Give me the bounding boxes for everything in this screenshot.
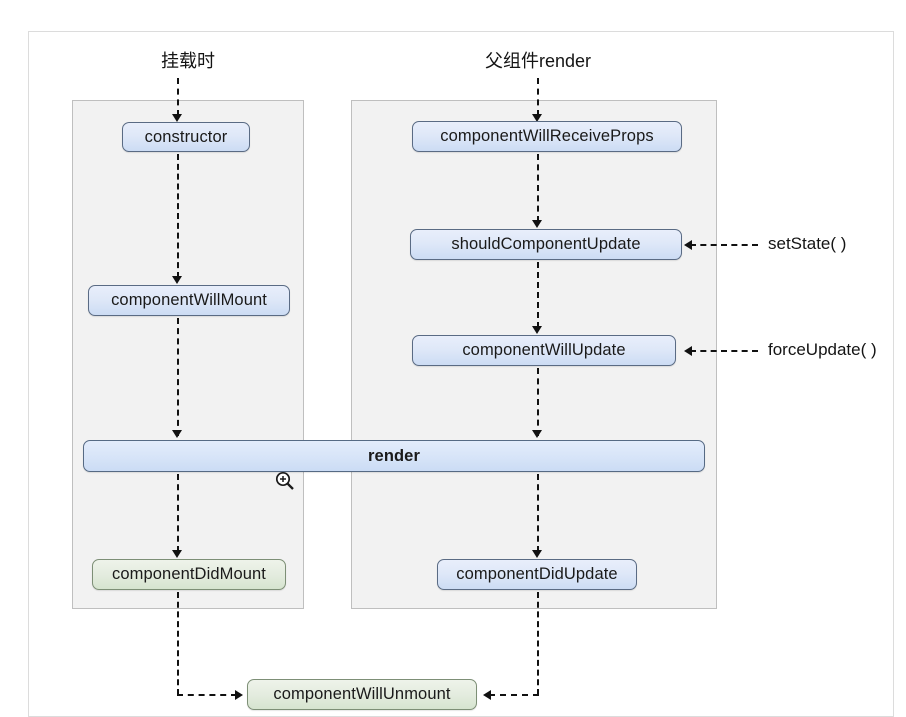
connector-willmount-to-render bbox=[177, 318, 179, 436]
node-component-will-update[interactable]: componentWillUpdate bbox=[412, 335, 676, 366]
connector-mount-entry bbox=[177, 78, 179, 116]
node-component-did-mount[interactable]: componentDidMount bbox=[92, 559, 286, 590]
connector-didmount-down bbox=[177, 592, 179, 695]
connector-didupdate-down bbox=[537, 592, 539, 695]
arrowhead-forceupdate bbox=[684, 346, 692, 356]
node-should-component-update[interactable]: shouldComponentUpdate bbox=[410, 229, 682, 260]
arrowhead-didmount bbox=[172, 550, 182, 558]
mounting-phase-panel bbox=[72, 100, 304, 609]
updating-column-title: 父组件render bbox=[484, 51, 592, 71]
connector-willupdate-to-render bbox=[537, 368, 539, 436]
magnifier-zoom-in-icon bbox=[274, 470, 296, 492]
connector-didmount-to-unmount bbox=[177, 694, 237, 696]
arrowhead-render-left bbox=[172, 430, 182, 438]
mounting-column-title: 挂载时 bbox=[161, 51, 215, 71]
node-render[interactable]: render bbox=[83, 440, 705, 472]
node-constructor[interactable]: constructor bbox=[122, 122, 250, 152]
connector-setstate bbox=[690, 244, 758, 246]
node-component-will-mount[interactable]: componentWillMount bbox=[88, 285, 290, 316]
arrowhead-unmount-right bbox=[483, 690, 491, 700]
arrowhead-shouldupdate bbox=[532, 220, 542, 228]
arrowhead-render-right bbox=[532, 430, 542, 438]
arrowhead-mount-entry bbox=[172, 114, 182, 122]
connector-willreceiveprops-to-shouldupdate bbox=[537, 154, 539, 222]
label-set-state: setState( ) bbox=[768, 234, 847, 253]
arrowhead-willmount bbox=[172, 276, 182, 284]
connector-constructor-to-willmount bbox=[177, 154, 179, 278]
node-component-will-receive-props[interactable]: componentWillReceiveProps bbox=[412, 121, 682, 152]
connector-render-to-didupdate bbox=[537, 474, 539, 552]
arrowhead-didupdate bbox=[532, 550, 542, 558]
node-component-did-update[interactable]: componentDidUpdate bbox=[437, 559, 637, 590]
arrowhead-unmount-left bbox=[235, 690, 243, 700]
arrowhead-setstate bbox=[684, 240, 692, 250]
connector-didupdate-to-unmount bbox=[489, 694, 539, 696]
node-component-will-unmount[interactable]: componentWillUnmount bbox=[247, 679, 477, 710]
connector-forceupdate bbox=[690, 350, 758, 352]
arrowhead-willupdate bbox=[532, 326, 542, 334]
connector-shouldupdate-to-willupdate bbox=[537, 262, 539, 328]
connector-render-to-didmount bbox=[177, 474, 179, 552]
label-force-update: forceUpdate( ) bbox=[768, 340, 877, 359]
arrowhead-update-entry bbox=[532, 114, 542, 122]
connector-update-entry bbox=[537, 78, 539, 116]
